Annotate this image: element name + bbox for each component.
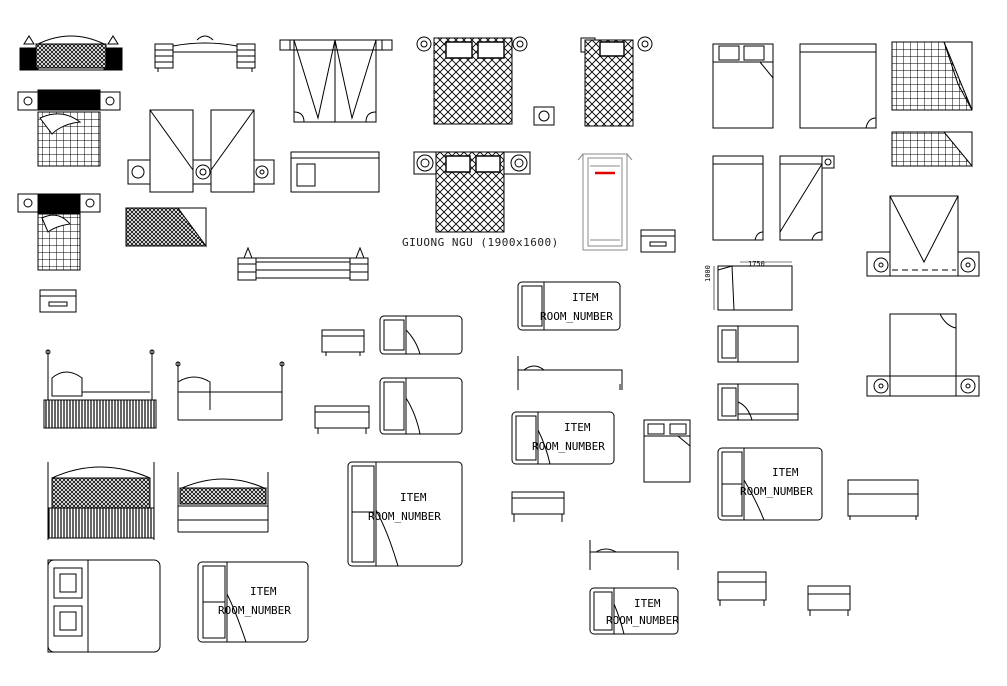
room-bed-block-bottom-left	[198, 562, 308, 642]
room-label-right: ROOM_NUMBER	[740, 485, 813, 498]
bed-elevation-small-2	[315, 406, 369, 434]
dimensioned-bed-plan	[714, 262, 792, 310]
four-poster-bed-elevation-2	[176, 362, 284, 420]
single-bed-plan-mid-2	[380, 378, 462, 434]
hatched-pattern-bed	[126, 208, 206, 246]
bed-with-pillows-plan	[48, 560, 160, 652]
item-label-center-3: ITEM	[634, 597, 661, 610]
bed-elevation-center-3	[590, 540, 678, 570]
bed-elevation-right-3	[808, 586, 850, 616]
room-label-center-1: ROOM_NUMBER	[540, 310, 613, 323]
bed-title-label: GIUONG NGU (1900x1600)	[402, 236, 559, 249]
room-bed-block-right	[718, 448, 822, 520]
single-bed-plan-mid-1	[380, 316, 462, 354]
item-label-large: ITEM	[400, 491, 427, 504]
bed-plan-top-right-2	[800, 44, 876, 128]
room-label-center-3: ROOM_NUMBER	[606, 614, 679, 627]
ornate-headboard-elevation	[20, 36, 122, 70]
room-label-large: ROOM_NUMBER	[368, 510, 441, 523]
room-bed-block-center-1	[518, 282, 620, 330]
daybed-plan	[291, 152, 379, 192]
double-bed-plan-right-large	[867, 196, 979, 276]
item-label-right: ITEM	[772, 466, 799, 479]
single-bed-plan-right-b	[780, 156, 834, 240]
four-poster-bed-elevation-1	[44, 350, 156, 428]
double-bed-plan-right-b	[867, 314, 979, 396]
low-bed-elevation	[238, 248, 368, 280]
bed-plan-top-right-1	[713, 44, 773, 128]
checkered-double-bed-plan	[18, 90, 120, 166]
room-bed-block-center-2	[512, 412, 614, 464]
ornate-bed-elevation-2	[178, 472, 268, 532]
bed-elevation-center-1	[518, 356, 622, 390]
nightstand-elevation-2	[40, 290, 76, 312]
item-label-bottom-left: ITEM	[250, 585, 277, 598]
small-checkered-bed-plan	[18, 194, 100, 270]
bed-elevation-right-2	[718, 572, 766, 606]
room-bed-block-center-3	[590, 588, 678, 634]
single-bed-plan-right-a	[713, 156, 763, 240]
bed-elevation-right-1	[848, 480, 918, 520]
double-bed-plan-folded	[280, 40, 392, 122]
grey-single-bed-plan	[578, 154, 632, 250]
twin-beds-with-nightstands	[128, 110, 274, 192]
quilted-double-bed-plan	[417, 37, 554, 125]
single-bed-plan-right-c	[718, 326, 798, 362]
simple-headboard-elevation	[155, 36, 255, 72]
room-label-center-2: ROOM_NUMBER	[532, 440, 605, 453]
quilted-single-bed-plan	[581, 37, 652, 126]
single-bed-plan-right-d	[718, 384, 798, 420]
room-label-bottom-left: ROOM_NUMBER	[218, 604, 291, 617]
small-double-bed-plan	[644, 420, 690, 482]
dimension-height-label: 1000	[704, 265, 712, 282]
bed-elevation-center-2	[512, 492, 564, 522]
ornate-bed-elevation-1	[48, 462, 154, 540]
item-label-center-1: ITEM	[572, 291, 599, 304]
grid-quilt-bed-top-right	[892, 42, 972, 166]
room-bed-block-large	[348, 462, 462, 566]
dimension-width-label: 1750	[748, 260, 765, 268]
item-label-center-2: ITEM	[564, 421, 591, 434]
nightstand-elevation-1	[641, 230, 675, 252]
quilted-bed-with-lamps	[414, 152, 530, 232]
bed-elevation-small-1	[322, 330, 364, 356]
